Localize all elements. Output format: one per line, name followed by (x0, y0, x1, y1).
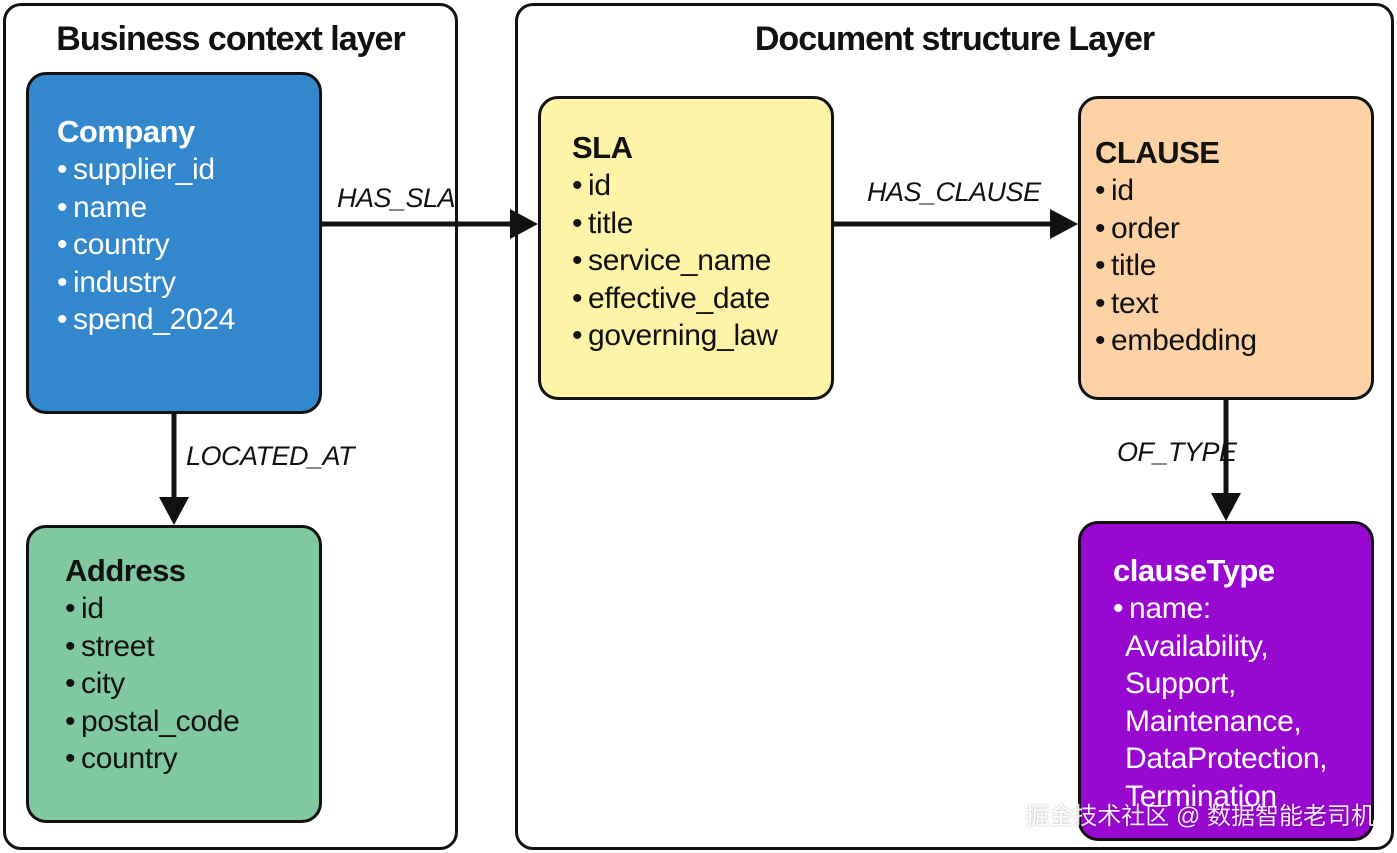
list-item: Maintenance, (1125, 704, 1302, 738)
node-clausetype: clauseType •name: Availability, Support,… (1078, 521, 1374, 841)
list-item: •effective_date (572, 281, 771, 315)
node-company-properties: •supplier_id •name •country •industry •s… (57, 151, 319, 339)
list-item: •postal_code (65, 704, 240, 738)
list-item: DataProtection, (1125, 742, 1328, 775)
list-item: Termination (1125, 779, 1277, 813)
business-layer-title: Business context layer (56, 20, 405, 58)
list-item: •id (65, 592, 104, 625)
list-item: •country (65, 742, 178, 775)
edge-label-has-sla: HAS_SLA (337, 183, 456, 213)
edge-located-at-arrowhead (159, 497, 189, 525)
node-address-properties: •id •street •city •postal_code •country (65, 590, 319, 778)
document-layer-title: Document structure Layer (754, 20, 1155, 58)
node-sla-properties: •id •title •service_name •effective_date… (572, 167, 831, 355)
list-item: •id (572, 169, 611, 202)
list-item: •title (572, 206, 634, 240)
list-item: •title (1095, 249, 1157, 282)
list-item: •spend_2024 (57, 303, 236, 336)
list-item: •street (65, 629, 155, 663)
node-clause-properties: •id •order •title •text •embedding (1095, 172, 1371, 360)
list-item: •supplier_id (57, 153, 215, 186)
list-item: •governing_law (572, 319, 778, 352)
list-item: •embedding (1095, 324, 1257, 357)
list-item: •text (1095, 286, 1159, 320)
edge-label-located-at: LOCATED_AT (186, 441, 355, 471)
edge-of-type-arrowhead (1211, 493, 1241, 521)
node-clausetype-properties: •name: (1113, 590, 1371, 628)
node-clause: CLAUSE •id •order •title •text •embeddin… (1078, 96, 1374, 400)
node-company: Company •supplier_id •name •country •ind… (26, 72, 322, 414)
node-sla: SLA •id •title •service_name •effective_… (538, 96, 834, 400)
edge-label-has-clause: HAS_CLAUSE (867, 177, 1041, 207)
watermark: 掘金技术社区 @ 数据智能老司机 (1025, 803, 1375, 830)
list-item: •name (57, 190, 147, 224)
list-item: •service_name (572, 244, 772, 277)
list-item: •country (57, 228, 170, 261)
clausetype-values: Availability, Support, Maintenance, Data… (1113, 628, 1371, 816)
node-clausetype-title: clauseType (1113, 553, 1275, 588)
edge-has-sla-arrowhead (510, 209, 538, 239)
node-address: Address •id •street •city •postal_code •… (26, 525, 322, 823)
list-item: •industry (57, 265, 176, 299)
list-item: Availability, (1125, 629, 1269, 663)
list-item: •id (1095, 174, 1134, 207)
node-clause-title: CLAUSE (1095, 135, 1220, 170)
node-company-title: Company (57, 114, 195, 149)
edge-has-clause-arrowhead (1050, 209, 1078, 239)
list-item: •name: (1113, 592, 1211, 625)
list-item: •order (1095, 211, 1180, 245)
edge-label-of-type: OF_TYPE (1117, 437, 1237, 467)
list-item: •city (65, 667, 125, 700)
node-sla-title: SLA (572, 130, 633, 165)
node-address-title: Address (65, 553, 186, 588)
list-item: Support, (1125, 667, 1237, 700)
